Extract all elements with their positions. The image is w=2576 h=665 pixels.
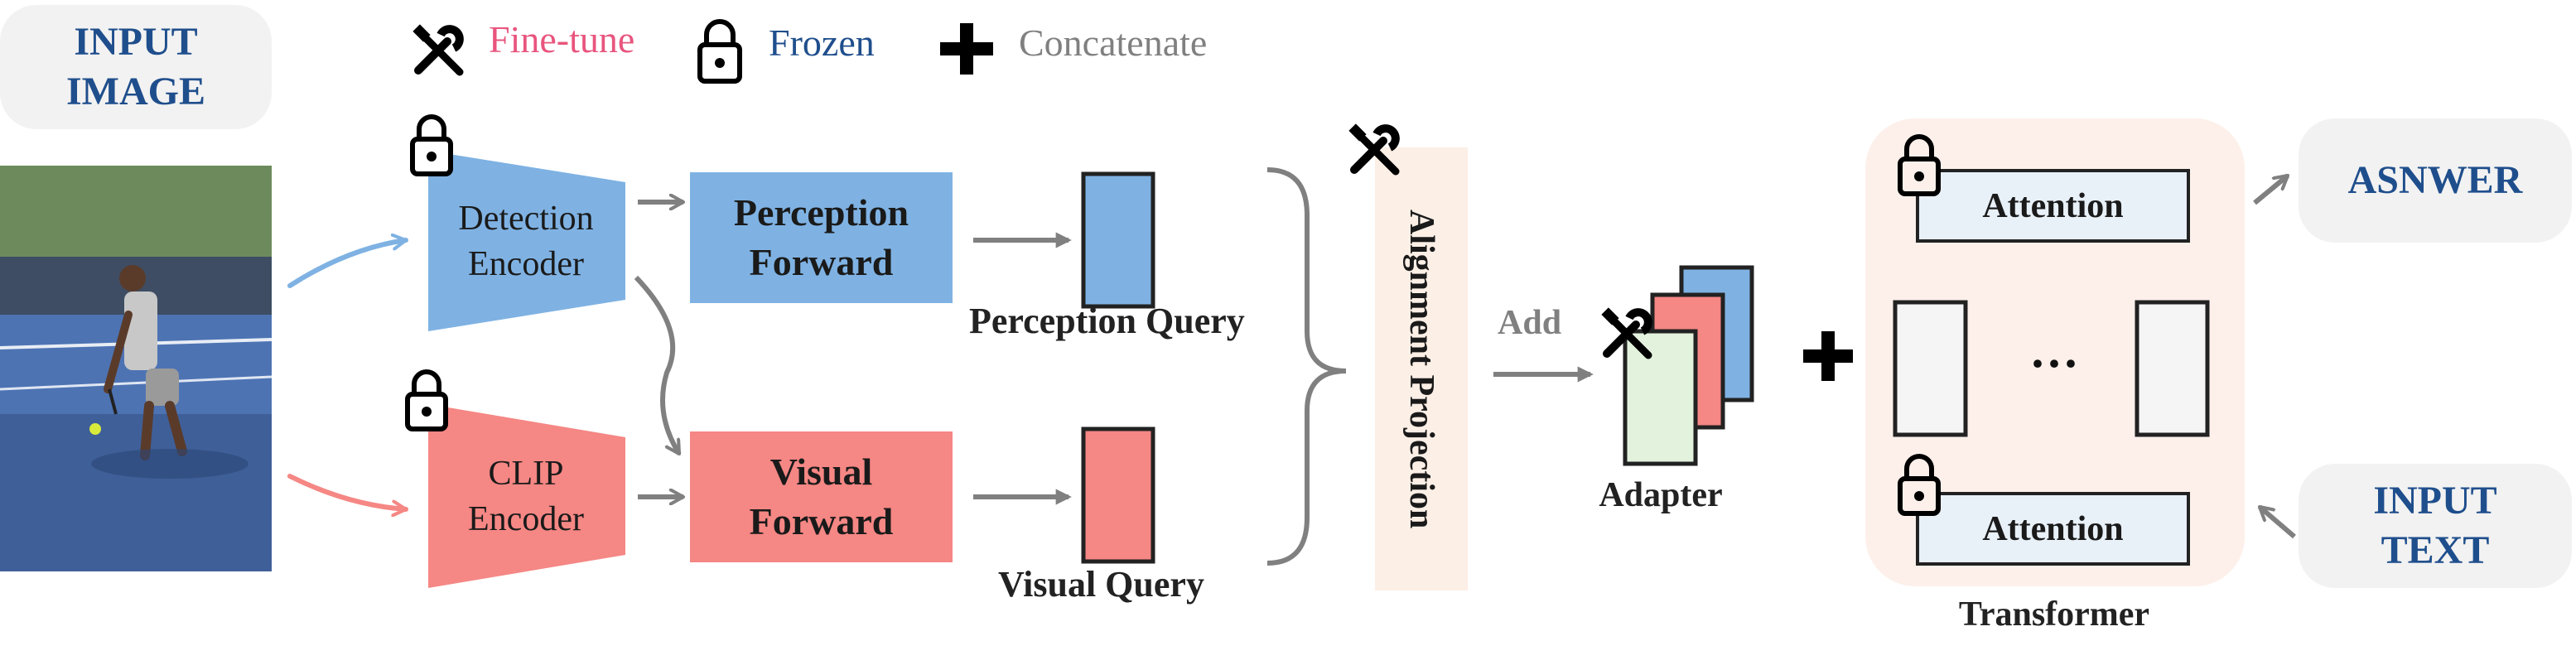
concatenate-plus-icon (1803, 331, 1853, 381)
alignment-projection-label: Alignment Projection (1402, 209, 1440, 529)
concat-brace (1266, 167, 1347, 566)
detection-to-visual-arrow (634, 275, 682, 454)
clip-encoder: CLIP Encoder (468, 455, 584, 538)
visual-forward-shape (690, 431, 953, 562)
input-text-label: INPUT TEXT (2299, 464, 2572, 588)
visual-forward: Visual Forward (749, 451, 894, 542)
attention-top-lock-icon (1898, 134, 1941, 196)
visual-query-token (1081, 426, 1155, 564)
perception-query-token (1081, 171, 1155, 309)
attention-bottom-box (1916, 492, 2190, 566)
legend-finetune-label: Fine-tune (489, 18, 635, 60)
image-to-detection-arrow (287, 240, 408, 288)
perception-forward: Perception Forward (733, 191, 909, 283)
visual-query-label: Visual Query (998, 564, 1204, 605)
legend-plus-icon (940, 23, 993, 75)
attention-bottom-lock-icon (1898, 454, 1941, 516)
image-to-clip-arrow (287, 474, 408, 509)
add-label: Add (1498, 304, 1562, 342)
transformer-ellipsis: ··· (2028, 336, 2080, 391)
detection-encoder-shape (428, 151, 625, 331)
clip-encoder-shape (428, 404, 625, 588)
to-answer-arrow (2253, 173, 2288, 205)
answer-label: ASNWER (2299, 118, 2572, 243)
input-photo (0, 166, 273, 571)
transformer-token-right (2135, 300, 2210, 437)
input-image-label: INPUT IMAGE (0, 5, 272, 129)
alignment-projection-panel (1375, 147, 1468, 590)
legend-lock-icon (697, 19, 742, 84)
attention-bottom: Attention (1982, 509, 2124, 548)
attention-top-box (1916, 169, 2190, 243)
legend-frozen-label: Frozen (769, 22, 875, 64)
alignment-tools-icon (1348, 123, 1400, 176)
from-input-text-arrow (2260, 504, 2296, 539)
legend-tools-icon (412, 24, 464, 76)
detection-encoder-lock-icon (410, 114, 453, 176)
detection-encoder: Detection Encoder (458, 200, 594, 283)
clip-encoder-lock-icon (405, 369, 448, 431)
perception-forward-shape (690, 172, 953, 303)
attention-top: Attention (1982, 186, 2124, 225)
adapter-stack (1623, 265, 1754, 466)
legend-concat-label: Concatenate (1019, 22, 1208, 64)
transformer-token-left (1893, 300, 1968, 437)
perception-query-label: Perception Query (969, 301, 1245, 341)
adapter-tools-icon (1601, 307, 1652, 359)
transformer-label: Transformer (1958, 595, 2150, 634)
adapter-label: Adapter (1599, 476, 1723, 514)
